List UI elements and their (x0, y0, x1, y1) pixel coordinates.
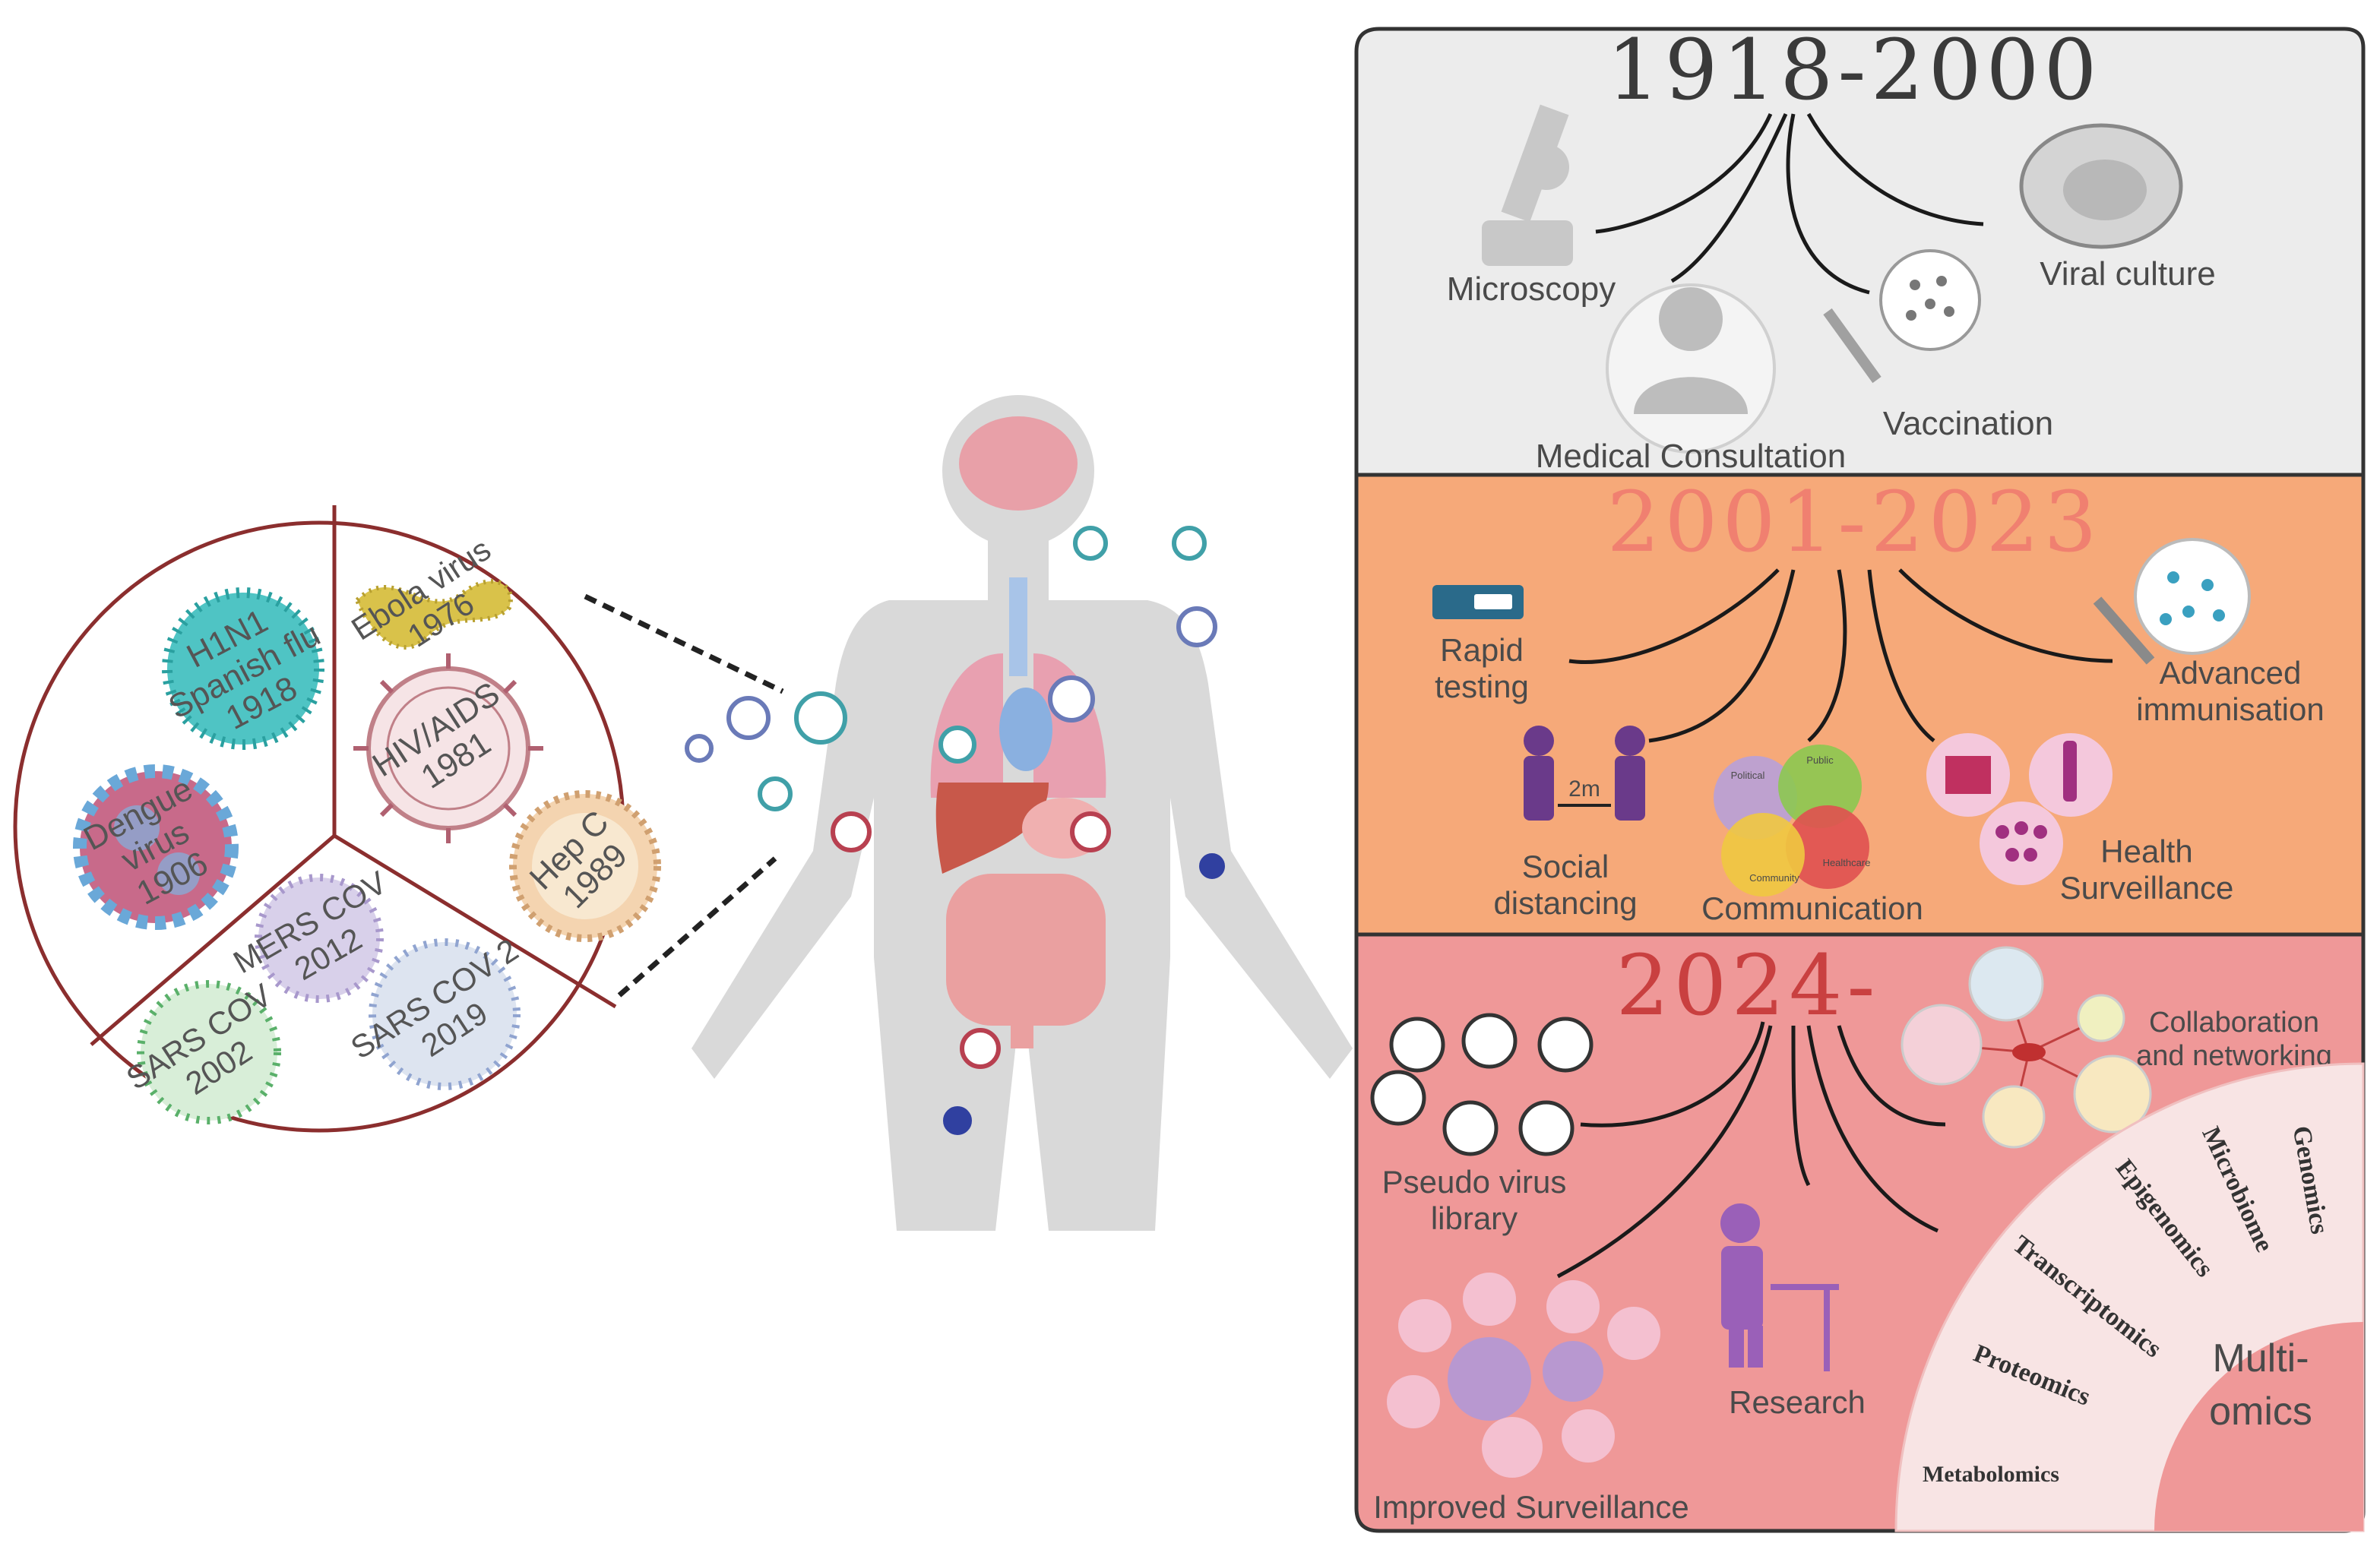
improved-surveillance-icon (1387, 1273, 1660, 1478)
immunisation-label-1: Advanced (2160, 655, 2302, 691)
comm-healthcare-label: Healthcare (1823, 857, 1871, 868)
research-label: Research (1729, 1384, 1866, 1420)
health-label-2: Surveillance (2060, 870, 2234, 906)
intestines-icon (946, 874, 1106, 1026)
immunisation-label-2: immunisation (2136, 691, 2324, 727)
pseudo-label-2: library (1431, 1200, 1518, 1236)
communication-label: Communication (1701, 890, 1923, 926)
timeline-panel: 1918-2000 Microscopy Medical Consultatio… (1354, 21, 2366, 1533)
rapid-label-2: testing (1435, 669, 1529, 704)
dengue-virus-icon (73, 764, 239, 930)
collab-label-2: and networking (2136, 1040, 2332, 1072)
egg-culture-icon (2019, 123, 2183, 249)
distancing-label-1: Social (1522, 849, 1609, 884)
era2-title: 2001-2023 (1606, 473, 2101, 571)
era1-title: 1918-2000 (1606, 21, 2101, 119)
comm-public-label: Public (1806, 754, 1834, 766)
vaccine-icon (1823, 249, 1981, 384)
left-lung-icon (930, 653, 1003, 798)
advanced-immunisation-icon (2093, 538, 2251, 665)
microscopy-label: Microscopy (1447, 270, 1616, 308)
rapid-test-icon (1432, 585, 1524, 619)
omics-metabolomics: Metabolomics (1923, 1462, 2059, 1487)
vaccination-label: Vaccination (1883, 405, 2053, 442)
pie-divider-left (90, 834, 336, 1046)
multiomics-label-2: omics (2209, 1390, 2312, 1434)
microscope-icon (1482, 104, 1573, 266)
pseudo-label-1: Pseudo virus (1382, 1164, 1567, 1200)
sars-cov-virus-icon (137, 980, 281, 1124)
social-distancing-icon (1524, 726, 1645, 821)
multiomics-label-1: Multi- (2212, 1336, 2309, 1380)
pseudo-virus-library-icon (1370, 1013, 1594, 1156)
heart-icon (999, 688, 1052, 771)
zoom-line-top (584, 593, 784, 694)
era1-connectors (1595, 112, 1984, 295)
comm-community-label: Community (1749, 872, 1799, 884)
hiv-virus-icon (353, 653, 543, 843)
floating-viruses (685, 526, 1225, 1135)
collaboration-network-icon (1901, 946, 2152, 1149)
health-surveillance-icon (1926, 733, 2113, 885)
multi-omics-fan: Multi- omics Genomics Microbiome Epigeno… (1894, 1062, 2365, 1532)
era3-title: 2024- (1616, 937, 1879, 1034)
consultation-label: Medical Consultation (1536, 438, 1846, 475)
health-label-1: Health (2100, 833, 2192, 869)
outbreak-pie: H1N1 Spanish flu 1918 Dengue virus 1906 … (13, 505, 784, 1133)
distance-marker-label: 2m (1568, 776, 1600, 802)
collab-label-1: Collaboration (2149, 1007, 2319, 1039)
distancing-label-2: distancing (1493, 885, 1637, 921)
researcher-icon (1720, 1203, 1839, 1371)
mers-virus-icon (255, 874, 384, 1003)
human-body-illustration (685, 395, 1353, 1231)
hepc-virus-icon (509, 790, 661, 942)
trachea-icon (1009, 577, 1027, 676)
comm-political-label: Political (1731, 770, 1765, 781)
doctor-icon (1606, 283, 1776, 454)
improved-surveillance-label: Improved Surveillance (1373, 1489, 1689, 1525)
sars-cov-2-virus-icon (369, 938, 521, 1090)
ebola-virus-icon (354, 579, 513, 650)
zoom-line-bottom (617, 856, 777, 998)
pie-divider-right (333, 833, 617, 1009)
communication-icon (1714, 745, 1869, 897)
era3-connectors (1556, 1021, 1946, 1279)
culture-label: Viral culture (2040, 255, 2216, 293)
h1n1-virus-icon (162, 587, 324, 750)
era2-connectors (1568, 568, 2113, 743)
liver-icon (935, 783, 1049, 874)
rapid-label-1: Rapid (1440, 632, 1524, 668)
brain-icon (959, 416, 1078, 511)
